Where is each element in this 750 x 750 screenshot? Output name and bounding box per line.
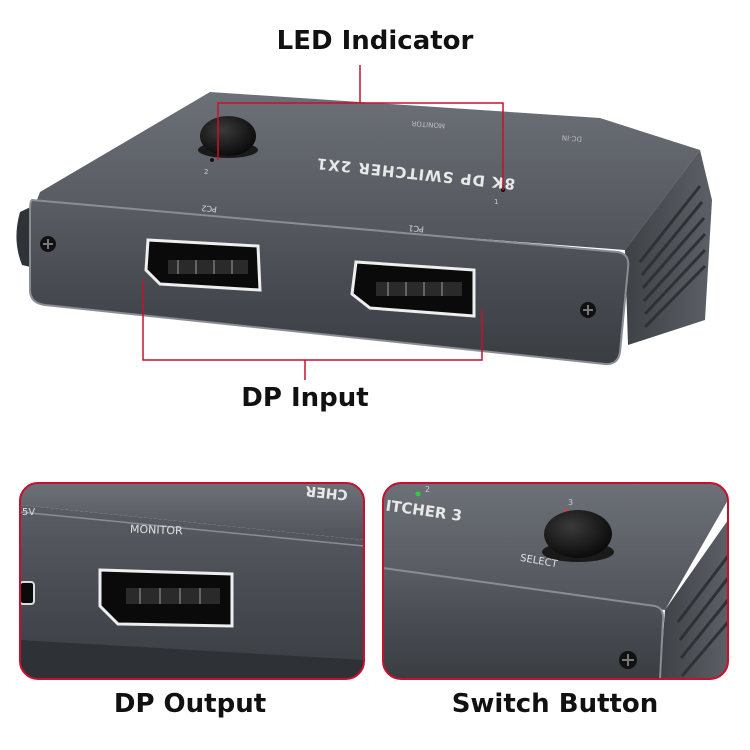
detail-edge-text: 5V (22, 507, 35, 518)
callout-lines-led (217, 65, 504, 190)
led-label-2: 2 (204, 168, 208, 176)
screw-icon (40, 236, 56, 252)
callout-lines-dp-input (142, 280, 483, 380)
detail-monitor-label: MONITOR (130, 523, 183, 538)
led-label-1: 1 (494, 198, 498, 206)
callout-switch-button: Switch Button (451, 689, 659, 719)
led-green-icon (415, 491, 421, 497)
callout-led-indicator: LED Indicator (276, 26, 474, 56)
detail-led-label-3: 3 (568, 498, 573, 507)
select-button[interactable] (198, 116, 258, 158)
dp-port-pc1 (350, 260, 476, 318)
cooling-fins (638, 185, 707, 329)
detail-top-text: CHER (305, 482, 349, 502)
power-jack (20, 581, 35, 605)
port-label-pc1: PC1 (408, 223, 424, 233)
callout-dp-output: DP Output (113, 689, 267, 719)
screw-icon (580, 302, 596, 318)
dp-port-pc2 (144, 238, 262, 292)
detail-led-label-2: 2 (425, 485, 430, 494)
detail-dp-output: MONITOR CHER 5V (19, 482, 365, 680)
led-indicator-2 (210, 158, 214, 162)
main-device: PC2 PC1 8K DP SWITCHER 2X1 MONITOR DC-IN… (16, 92, 712, 366)
port-label-pc2: PC2 (201, 203, 217, 213)
device-dcin-text: DC-IN (562, 133, 583, 142)
detail-frame-right (382, 482, 729, 680)
detail-frame-left (19, 482, 365, 680)
device-monitor-text: MONITOR (411, 119, 445, 129)
dp-port-monitor (98, 568, 234, 628)
screw-icon (619, 651, 637, 669)
detail-switch-button: ITCHER 3 2 3 SELECT (382, 482, 729, 680)
callout-dp-input: DP Input (241, 383, 369, 413)
detail-select-button[interactable] (542, 510, 614, 562)
